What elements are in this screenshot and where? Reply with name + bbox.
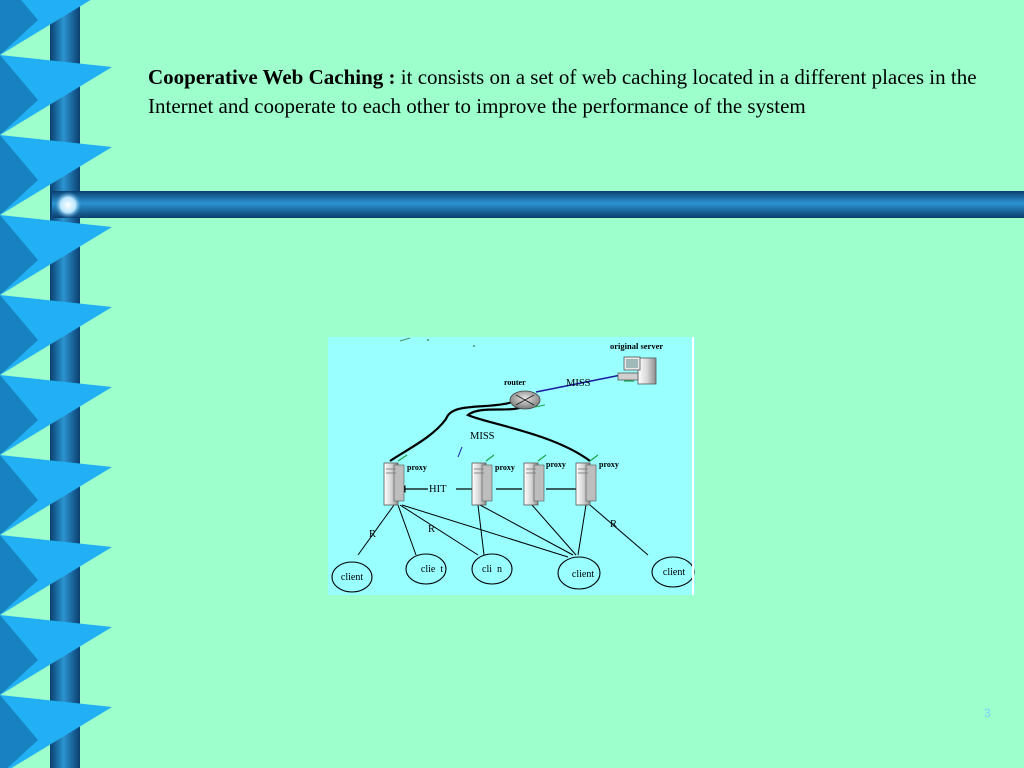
client-label-4: client bbox=[572, 569, 594, 580]
proxy-label-3: proxy bbox=[546, 460, 566, 469]
slide-text: Cooperative Web Caching : it consists on… bbox=[148, 63, 988, 121]
miss-lower-label: MISS bbox=[470, 431, 495, 442]
client-label-3: cli n bbox=[482, 564, 502, 575]
proxy-label-2: proxy bbox=[495, 463, 515, 472]
proxy-label-4: proxy bbox=[599, 460, 619, 469]
client-label-1: client bbox=[341, 572, 363, 583]
horizontal-divider-bar bbox=[52, 191, 1024, 218]
hit-label: HIT bbox=[429, 484, 447, 495]
r-label-3: R bbox=[610, 519, 617, 530]
cooperative-caching-diagram: original server router MISS MISS HIT bbox=[328, 337, 695, 595]
proxy-label-1: proxy bbox=[407, 463, 427, 472]
bar-knob bbox=[54, 191, 82, 218]
left-decoration bbox=[0, 0, 112, 768]
r-label-1: R bbox=[369, 529, 376, 540]
r-label-2: R bbox=[428, 524, 435, 535]
slide-number: 3 bbox=[984, 706, 991, 720]
router-label: router bbox=[504, 378, 526, 387]
slide-heading: Cooperative Web Caching : bbox=[148, 65, 396, 89]
client-label-2: clie t bbox=[421, 564, 443, 575]
client-label-5: client bbox=[663, 567, 685, 578]
original-server-label: original server bbox=[610, 341, 663, 351]
miss-upper-label: MISS bbox=[566, 378, 591, 389]
